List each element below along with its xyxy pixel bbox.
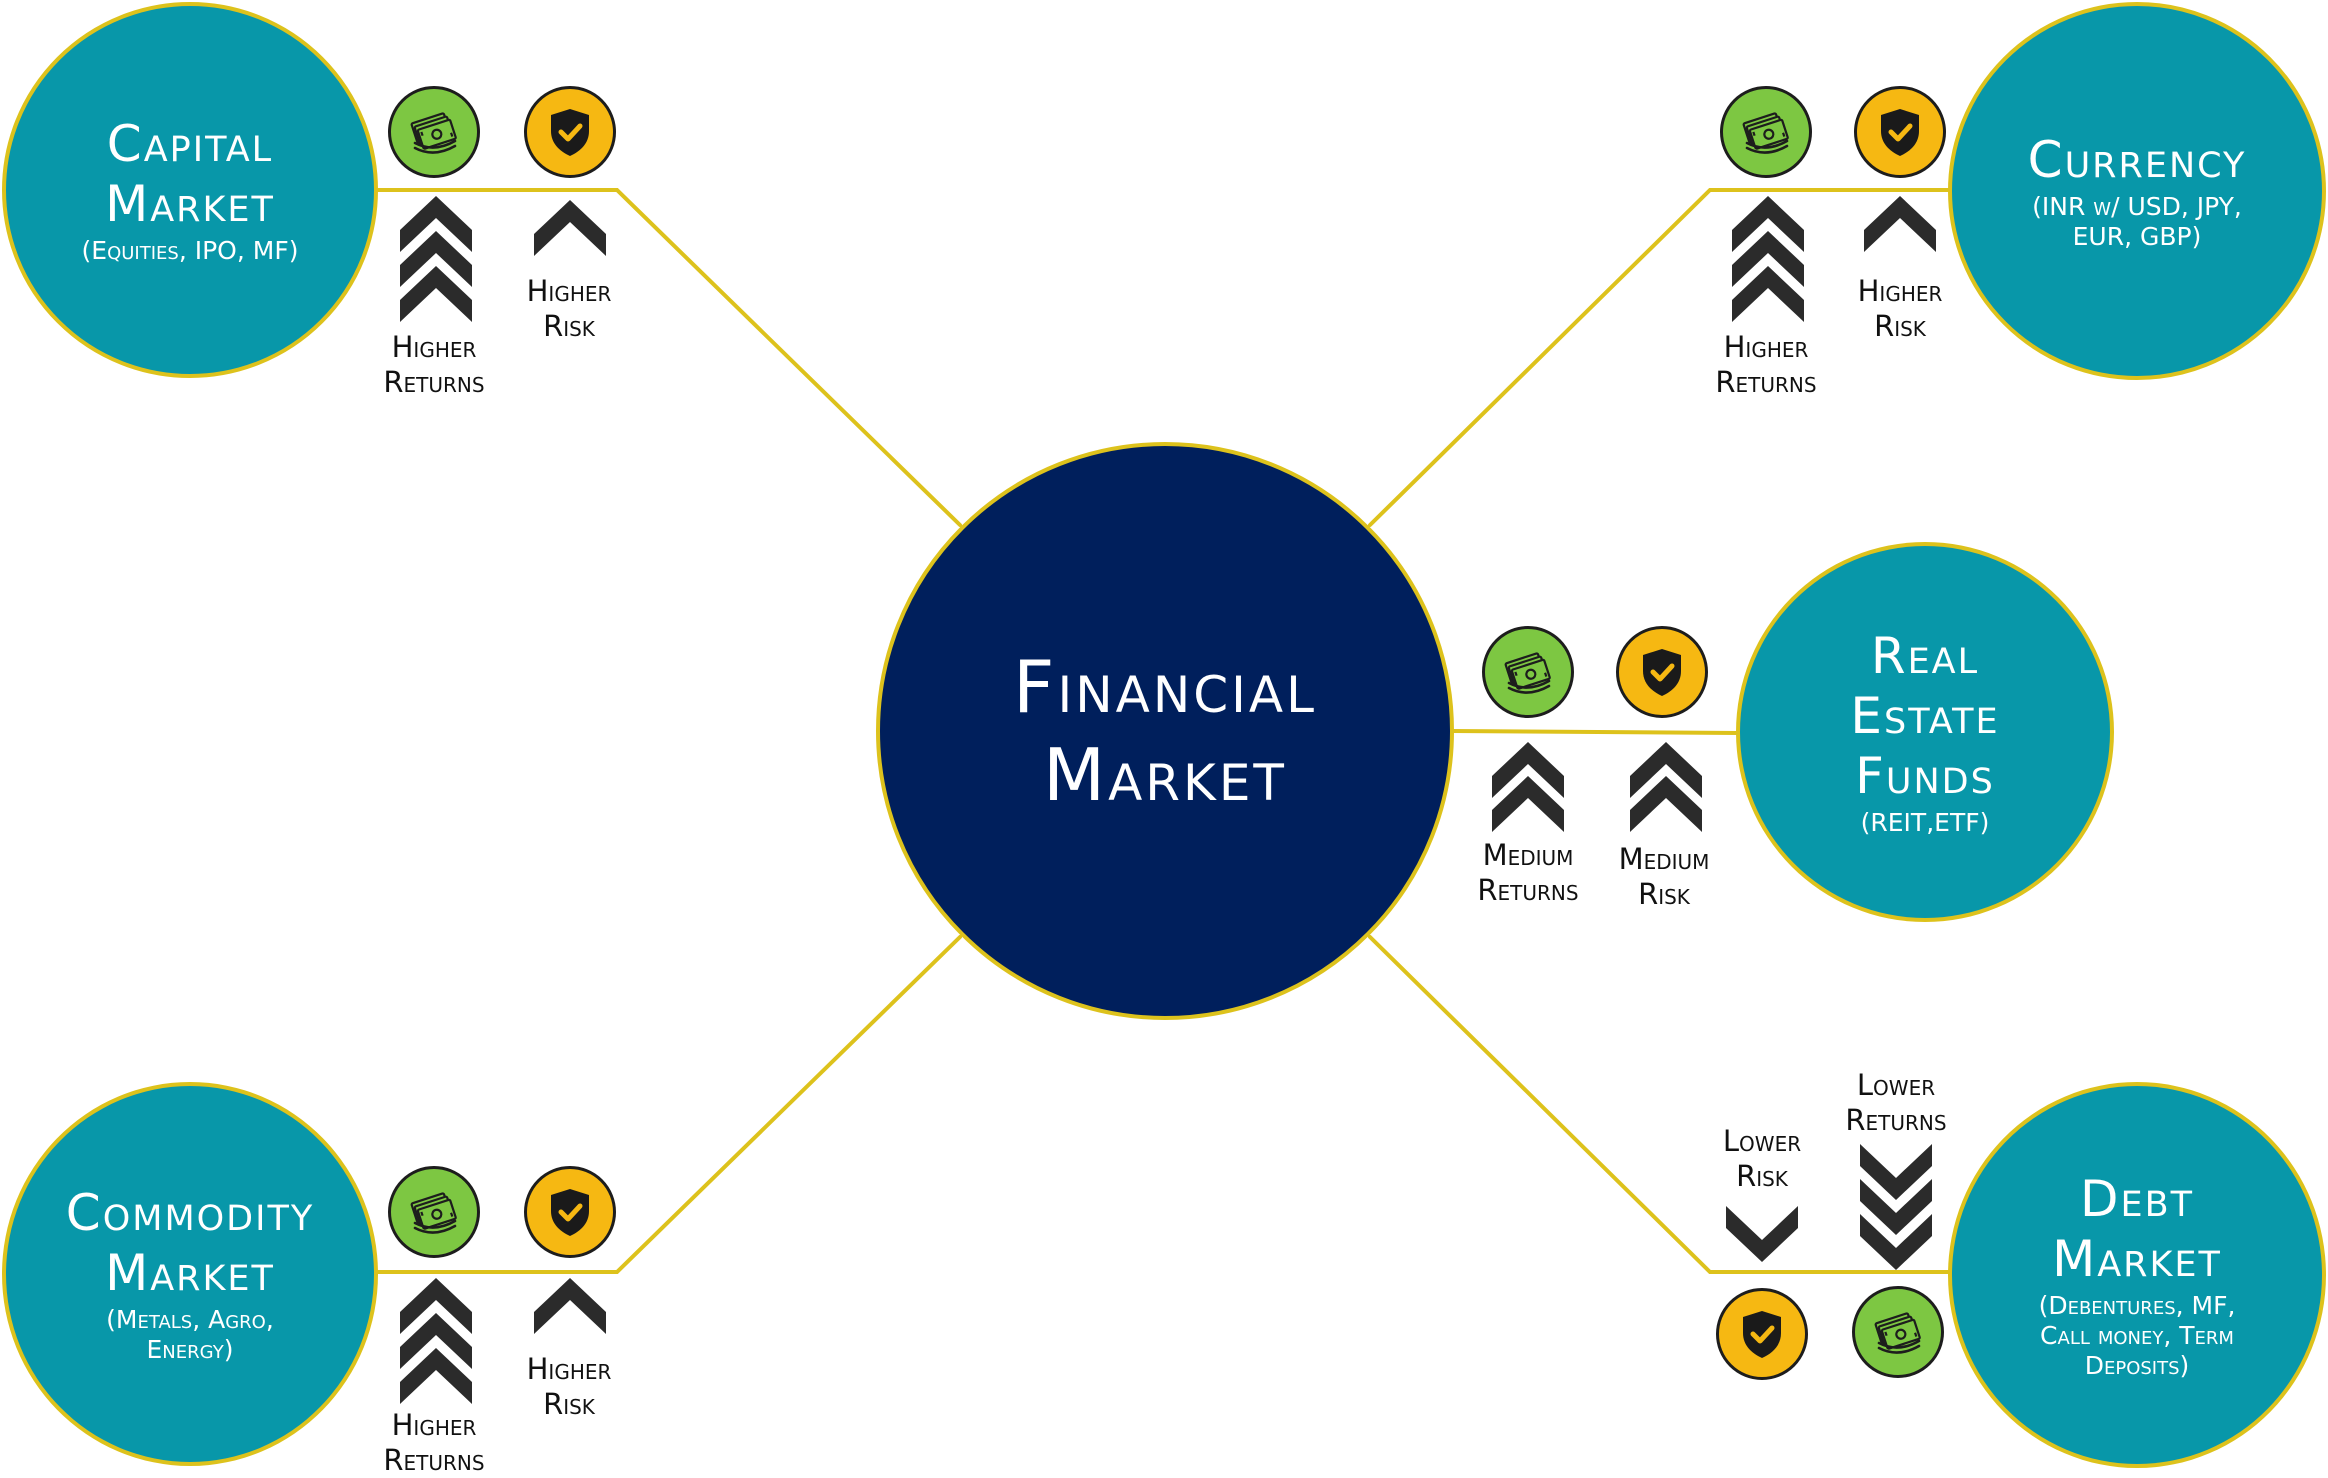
connector-realestate (1450, 729, 1740, 735)
shield-check-icon (1716, 1288, 1808, 1380)
currency-subtitle: (INR w/ USD, JPY, EUR, GBP) (2032, 192, 2242, 251)
triple-chevron-down-icon (1860, 1144, 1932, 1270)
money-stack-icon (1852, 1286, 1944, 1378)
real-estate-funds-node: Real Estate Funds (REIT,ETF) (1736, 542, 2114, 922)
shield-check-icon (1854, 86, 1946, 178)
shield-check-icon (524, 1166, 616, 1258)
debt-market-title: Debt Market (2052, 1170, 2222, 1288)
money-stack-icon (1720, 86, 1812, 178)
money-stack-icon (388, 1166, 480, 1258)
capital-risk-label: Higher Risk (526, 274, 612, 343)
money-stack-icon (1482, 626, 1574, 718)
double-chevron-up-icon (1630, 742, 1702, 832)
real-estate-funds-title: Real Estate Funds (1850, 627, 2000, 805)
commodity-market-node: Commodity Market (Metals, Agro, Energy) (2, 1082, 378, 1466)
connector-currency (1368, 188, 1954, 527)
realestate-risk-label: Medium Risk (1618, 842, 1710, 911)
commodity-returns-label: Higher Returns (383, 1408, 485, 1477)
chevron-up-icon (534, 200, 606, 256)
currency-title: Currency (2027, 131, 2247, 189)
chevron-down-icon (1726, 1206, 1798, 1262)
capital-market-node: Capital Market (Equities, IPO, MF) (2, 2, 378, 378)
triple-chevron-up-icon (400, 1278, 472, 1404)
connector-commodity (374, 935, 962, 1274)
double-chevron-up-icon (1492, 742, 1564, 832)
money-stack-icon (388, 86, 480, 178)
commodity-risk-label: Higher Risk (526, 1352, 612, 1421)
realestate-returns-label: Medium Returns (1477, 838, 1579, 907)
commodity-market-title: Commodity Market (65, 1184, 315, 1302)
triple-chevron-up-icon (1732, 196, 1804, 322)
financial-market-title: Financial Market (1013, 645, 1317, 817)
shield-check-icon (1616, 626, 1708, 718)
currency-returns-label: Higher Returns (1715, 330, 1817, 399)
real-estate-funds-subtitle: (REIT,ETF) (1860, 808, 1990, 837)
financial-market-node: Financial Market (876, 442, 1454, 1020)
connector-capital (374, 188, 962, 527)
debt-risk-label: Lower Risk (1722, 1124, 1802, 1193)
capital-market-title: Capital Market (105, 115, 275, 233)
triple-chevron-up-icon (400, 196, 472, 322)
currency-risk-label: Higher Risk (1857, 274, 1943, 343)
chevron-up-icon (1864, 196, 1936, 252)
debt-market-node: Debt Market (Debentures, MF, Call money,… (1948, 1082, 2326, 1468)
chevron-up-icon (534, 1278, 606, 1334)
debt-market-subtitle: (Debentures, MF, Call money, Term Deposi… (2038, 1291, 2236, 1380)
debt-returns-label: Lower Returns (1845, 1068, 1947, 1137)
connector-debt (1368, 935, 1954, 1274)
capital-market-subtitle: (Equities, IPO, MF) (81, 236, 299, 265)
currency-node: Currency (INR w/ USD, JPY, EUR, GBP) (1948, 2, 2326, 380)
commodity-market-subtitle: (Metals, Agro, Energy) (106, 1305, 274, 1364)
shield-check-icon (524, 86, 616, 178)
capital-returns-label: Higher Returns (383, 330, 485, 399)
